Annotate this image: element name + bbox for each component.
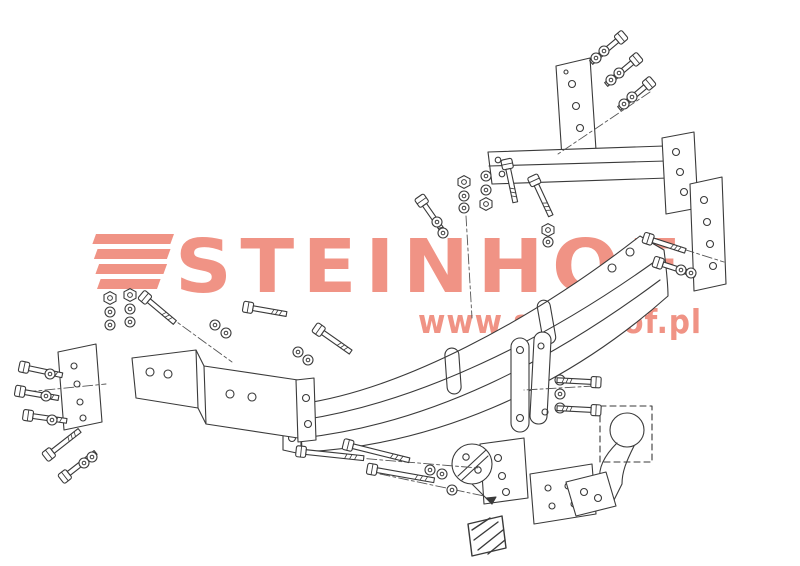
- steinhof-logo-stripes-icon: [92, 234, 174, 289]
- washer-icon: [458, 190, 470, 202]
- nut-icon: [541, 223, 555, 237]
- bolt-icon: [310, 321, 355, 358]
- washer-icon: [480, 170, 492, 182]
- washer-icon: [44, 368, 56, 380]
- washer-icon: [124, 316, 136, 328]
- nut-icon: [103, 291, 117, 305]
- washer-icon: [590, 52, 602, 64]
- washer-icon: [437, 227, 449, 239]
- lower-mounting-plate: [479, 437, 529, 505]
- washer-icon: [431, 216, 443, 228]
- washer-icon: [209, 319, 221, 331]
- washer-icon: [685, 267, 697, 279]
- bottom-bracket: [467, 515, 507, 557]
- washer-icon: [613, 67, 625, 79]
- washer-icon: [86, 451, 98, 463]
- bolt-icon: [40, 425, 84, 463]
- washer-icon: [618, 98, 630, 110]
- washer-icon: [436, 468, 448, 480]
- washer-icon: [598, 45, 610, 57]
- washer-icon: [124, 303, 136, 315]
- top-right-mounting-plate: [555, 57, 597, 159]
- nut-icon: [123, 288, 137, 302]
- bolt-icon: [21, 408, 68, 427]
- bolt-icon: [365, 462, 436, 487]
- washer-icon: [40, 390, 52, 402]
- washer-icon: [104, 306, 116, 318]
- washer-icon: [46, 414, 58, 426]
- washer-icon: [104, 319, 116, 331]
- washer-icon: [458, 202, 470, 214]
- detail-callout-circle: [451, 443, 497, 505]
- nut-icon: [479, 197, 493, 211]
- ball-flange: [565, 471, 617, 517]
- nut-icon: [457, 175, 471, 189]
- upper-rear-rail: [487, 131, 699, 215]
- washer-icon: [605, 74, 617, 86]
- washer-icon: [542, 236, 554, 248]
- right-mounting-plate: [689, 176, 727, 292]
- hanger-straps: [510, 331, 552, 433]
- left-side-bracket: [131, 349, 317, 443]
- washer-icon: [675, 264, 687, 276]
- far-left-mounting-plate: [57, 343, 103, 431]
- bolt-icon: [137, 289, 179, 328]
- tow-ball: [565, 405, 653, 517]
- washer-icon: [424, 464, 436, 476]
- washer-icon: [554, 388, 566, 400]
- washer-icon: [302, 354, 314, 366]
- washer-icon: [446, 484, 458, 496]
- washer-icon: [292, 346, 304, 358]
- bolt-icon: [13, 384, 60, 405]
- washer-icon: [626, 91, 638, 103]
- bolt-icon: [17, 360, 64, 382]
- washer-icon: [480, 184, 492, 196]
- washer-icon: [220, 327, 232, 339]
